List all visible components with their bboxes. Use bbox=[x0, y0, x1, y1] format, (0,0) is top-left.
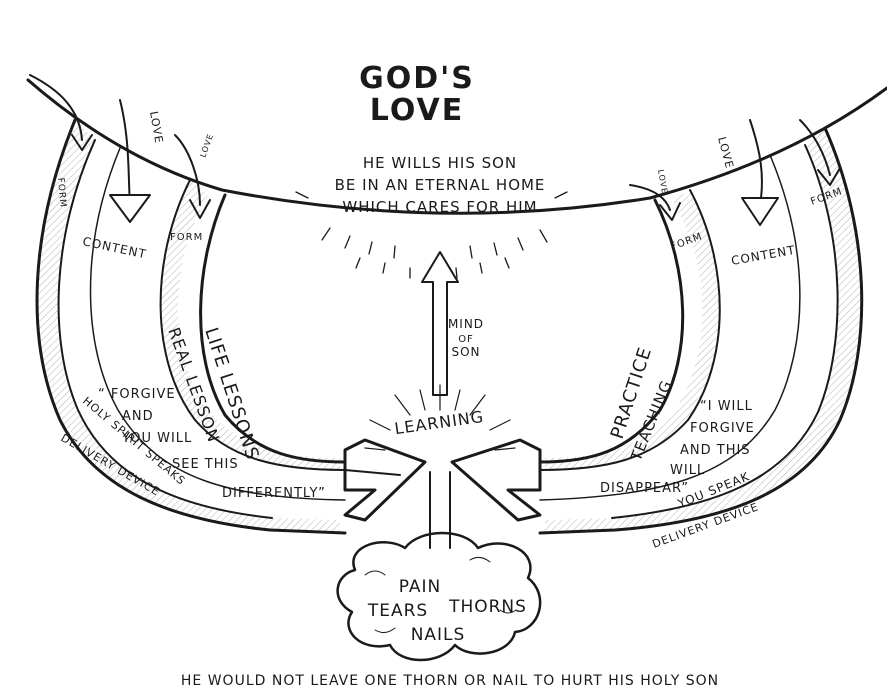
left-love-top: LOVE bbox=[147, 110, 165, 144]
footer-caption: HE WOULD NOT LEAVE ONE THORN OR NAIL TO … bbox=[181, 673, 719, 689]
right-quote-4: WILL bbox=[670, 463, 705, 478]
up-arrow bbox=[421, 251, 459, 396]
cloud-word-thorns: THORNS bbox=[448, 597, 527, 617]
left-form-inner: FORM bbox=[170, 232, 203, 243]
left-love-small: LOVE bbox=[198, 132, 215, 158]
right-quote-3: AND THIS bbox=[680, 443, 751, 458]
cloud-word-pain: PAIN bbox=[399, 577, 442, 597]
left-content: CONTENT bbox=[81, 234, 148, 261]
right-band-inner bbox=[538, 189, 721, 471]
center-text-line3: WHICH CARES FOR HIM bbox=[342, 198, 537, 216]
left-quote-5: DIFFERENTLY” bbox=[222, 486, 326, 501]
left-quote-4: SEE THIS bbox=[172, 457, 239, 472]
love-arrows-right bbox=[629, 119, 841, 226]
title-line1: GOD'S bbox=[359, 61, 475, 96]
right-quote-2: FORGIVE bbox=[690, 421, 755, 436]
left-arrowhead bbox=[343, 438, 427, 522]
mind-label-2: OF bbox=[458, 334, 474, 345]
left-quote-3: YOU WILL bbox=[121, 431, 192, 446]
learning-burst bbox=[364, 384, 516, 451]
right-arrowhead bbox=[450, 438, 542, 522]
love-arrows-left bbox=[29, 74, 211, 223]
right-love-top: LOVE bbox=[715, 135, 736, 170]
mind-label-3: SON bbox=[451, 345, 480, 359]
left-quote-2: AND bbox=[122, 409, 154, 424]
right-content: CONTENT bbox=[730, 243, 796, 268]
right-band-outer bbox=[538, 126, 864, 535]
title-line2: LOVE bbox=[370, 93, 464, 128]
pain-cloud bbox=[336, 531, 542, 662]
cloud-word-tears: TEARS bbox=[367, 601, 428, 621]
right-quote-5: DISAPPEAR” bbox=[600, 481, 689, 496]
right-quote-1: “I WILL bbox=[700, 399, 753, 414]
left-quote-1: “ FORGIVE bbox=[98, 387, 176, 402]
mind-label-1: MIND bbox=[448, 317, 484, 331]
top-rays bbox=[295, 191, 568, 279]
right-love-small: LOVE bbox=[656, 169, 669, 195]
cloud-word-nails: NAILS bbox=[411, 625, 466, 645]
gods-love-arc bbox=[26, 78, 887, 215]
center-text-line2: BE IN AN ETERNAL HOME bbox=[335, 176, 546, 194]
left-form-outer: FORM bbox=[55, 177, 68, 208]
cloud-stem bbox=[429, 471, 451, 549]
left-band-outer bbox=[35, 118, 347, 535]
center-text-line1: HE WILLS HIS SON bbox=[363, 154, 517, 172]
left-band-inner bbox=[89, 147, 347, 501]
